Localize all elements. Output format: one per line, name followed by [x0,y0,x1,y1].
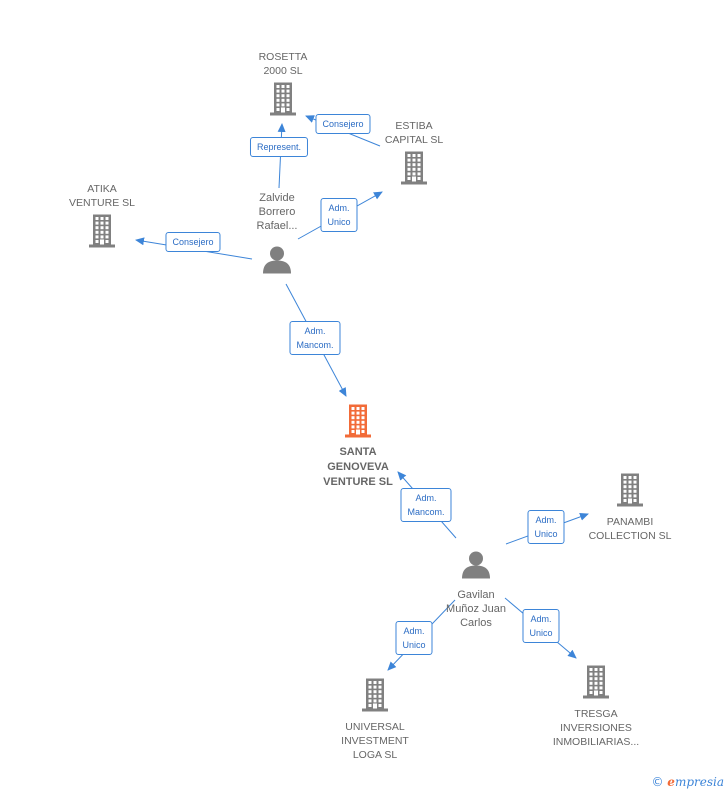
edge-label-adm-unico-panambi[interactable]: Adm. Unico [527,510,565,544]
person-icon [461,550,491,585]
brand-name: mpresia [674,775,724,789]
company-label-tresga: TRESGA INVERSIONES INMOBILIARIAS... [552,708,640,748]
edge-label-adm-unico-tresga[interactable]: Adm. Unico [522,609,560,643]
building-icon [615,473,645,512]
building-icon [87,214,117,253]
company-label-santa-genoveva: SANTA GENOVEVA VENTURE SL [323,446,393,488]
building-icon [399,151,429,190]
company-label-rosetta: ROSETTA 2000 SL [258,51,308,77]
edge-label-consejero-rosetta[interactable]: Consejero [315,114,371,134]
empresia-logo: © empresia [651,775,724,789]
building-icon-main [343,404,373,443]
edge-label-adm-unico-estiba[interactable]: Adm. Unico [320,198,358,232]
company-label-panambi: PANAMBI COLLECTION SL [588,516,672,542]
company-label-atika: ATIKA VENTURE SL [69,183,135,209]
person-label-gavilan: Gavilan Muñoz Juan Carlos [446,589,506,629]
copyright-icon: © [651,775,664,789]
edge-label-consejero-atika[interactable]: Consejero [165,232,221,252]
building-icon [360,678,390,717]
company-label-estiba: ESTIBA CAPITAL SL [384,120,444,146]
brand-initial: e [667,775,675,789]
edge-label-adm-unico-universal[interactable]: Adm. Unico [395,621,433,655]
edge-label-adm-mancom-gavilan[interactable]: Adm. Mancom. [400,488,452,522]
building-icon [268,82,298,121]
building-icon [581,665,611,704]
edge-label-represent[interactable]: Represent. [249,137,309,157]
company-label-universal: UNIVERSAL INVESTMENT LOGA SL [341,721,409,761]
person-label-zalvide: Zalvide Borrero Rafael... [256,192,298,232]
edge-label-adm-mancom-zalvide[interactable]: Adm. Mancom. [289,321,341,355]
person-icon [262,245,292,280]
